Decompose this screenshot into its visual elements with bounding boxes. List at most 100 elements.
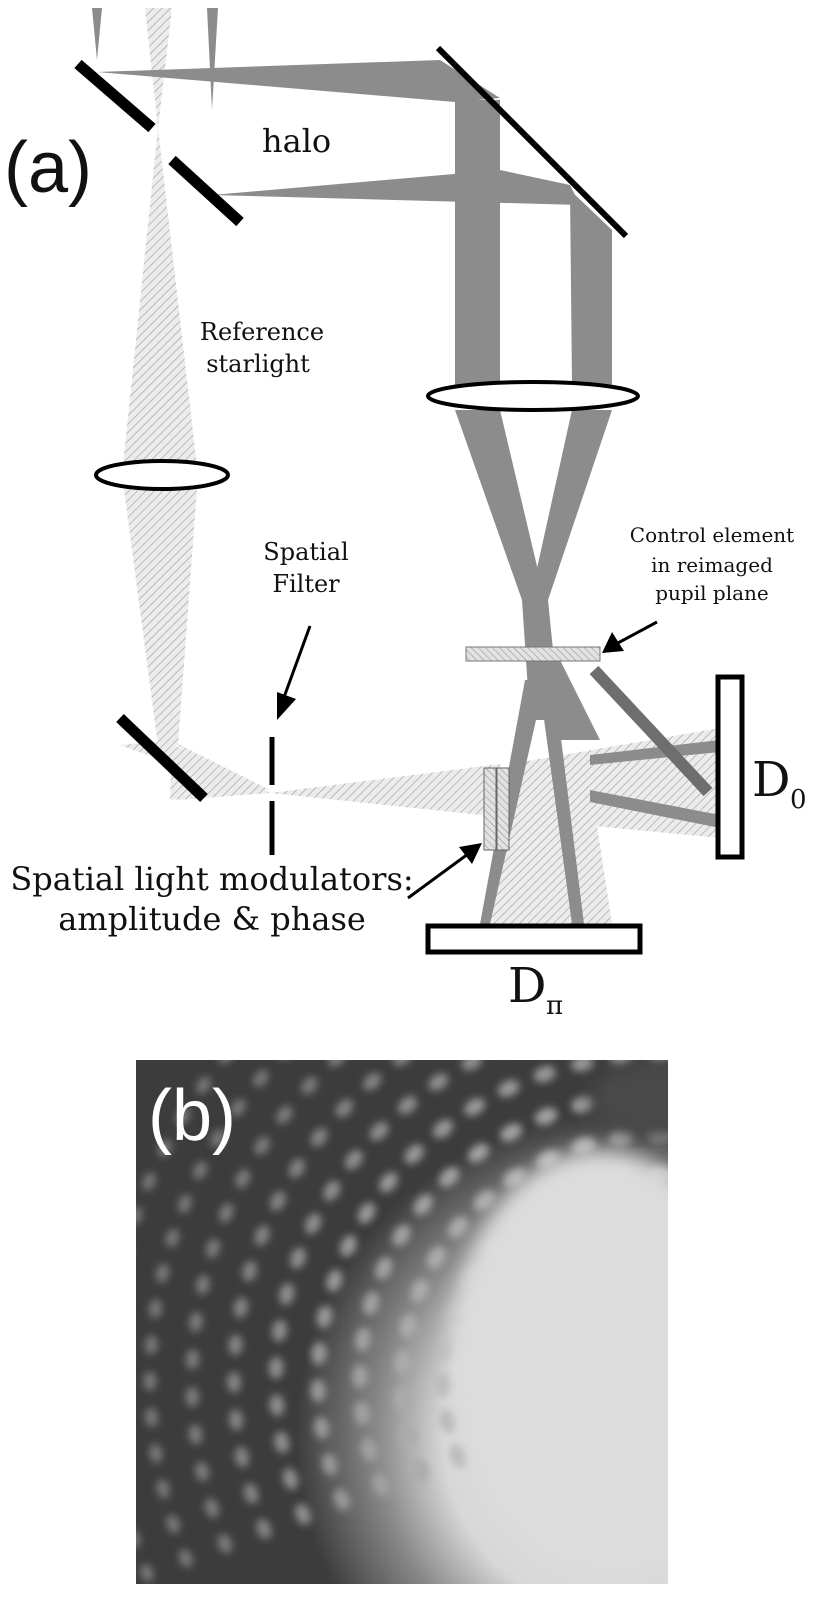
speckle-spot [233,1297,248,1319]
speckle-spot [498,1080,520,1098]
detector-d0-subscript: 0 [790,785,807,815]
speckle-spot [609,1009,632,1026]
speckle-spot [178,1194,192,1213]
speckle-spot [435,1372,453,1398]
speckle-spot [144,1335,158,1355]
speckle-spot [571,1137,596,1155]
speckle-spot [305,1213,322,1234]
speckle-spot [420,981,444,1002]
speckle-spot [109,1276,124,1296]
speckle-spot [242,1261,257,1282]
speckle-spot [143,1371,157,1391]
speckle-spot [355,1327,371,1352]
speckle-spot [290,1247,306,1269]
speckle-spot [321,1453,338,1476]
speckle-spot [243,1483,259,1504]
speckle-spot [269,1394,285,1417]
speckle-spot [188,1424,203,1445]
detector-dpi [425,923,643,955]
speckle-spot [328,1060,346,1067]
speckle-spot [230,1099,246,1117]
speckle-spot [330,991,353,1013]
speckle-spot [142,1172,156,1191]
speckle-spot [410,1279,429,1303]
slm-element-1 [483,767,497,851]
speckle-spot [279,1283,295,1305]
speckle-spot [609,1060,633,1065]
speckle-spot [226,1372,242,1393]
speckle-spot [394,1350,411,1375]
speckle-spot [533,1065,556,1083]
control-element-arrow [602,620,658,653]
speckle-spot [370,1121,389,1141]
slm-element-2 [496,767,510,851]
beamsplitter [589,665,713,797]
speckle-spot [571,1096,595,1113]
speckle-spot [333,1488,351,1511]
speckle-spot [176,1107,190,1125]
speckle-spot [335,1099,354,1118]
speckle-spot [357,1202,376,1224]
control-element-label-2: in reimaged [651,553,773,577]
speckle-spot [413,1194,433,1216]
speckle-spot [393,950,416,971]
speckle-spot [372,1473,390,1497]
speckle-spot [354,1401,371,1426]
speckle-spot [439,1167,460,1188]
speckle-spot [185,1349,200,1370]
speckle-spot [217,1534,233,1554]
speckle-spot [195,1461,209,1482]
speckle-spot [234,1446,249,1468]
speckle-spot [461,878,482,896]
speckle-spot [235,1169,251,1189]
speckle-spot [104,1313,118,1332]
speckle-spot [375,1257,393,1280]
spatial-filter-arrow [277,625,312,720]
speckle-spot [609,969,631,985]
speckle-spot [205,1238,221,1259]
speckle-spot [156,1263,170,1283]
speckle-spot [115,1493,131,1514]
panel-a-label: (a) [4,128,92,208]
speckle-spot [104,1422,118,1441]
lens-top-right [426,380,640,412]
speckle-spot [165,1228,180,1248]
speckle-spot [310,1127,328,1147]
speckle-spot [196,1076,211,1094]
speckle-spot [310,1379,326,1403]
speckle-spot [362,1291,380,1315]
detector-d0-label: D [752,752,790,808]
speckle-spot [117,1240,133,1261]
speckle-spot [185,1387,200,1407]
panel-b-label: (b) [148,1076,236,1156]
speckle-spot [189,1311,203,1332]
speckle-spot [136,1529,141,1548]
speckle-spot [140,1564,154,1582]
speckle-spot [219,1203,234,1223]
mirror-halo-pickoff [168,155,244,227]
speckle-spot [379,1172,398,1193]
speckle-spot [345,1150,363,1170]
speckle-spot [427,1246,446,1270]
speckle-spot [276,1105,293,1124]
speckle-spot [361,969,384,990]
speckle-spot [355,1022,379,1045]
speckle-spot [270,1191,286,1211]
speckle-spot [272,1319,287,1342]
speckle-spot [267,991,289,1012]
slm-label-2: amplitude & phase [58,900,366,938]
speckle-spot [450,1443,469,1468]
speckle-spot [268,1357,284,1379]
reference-starlight-label-2: starlight [206,350,310,378]
speckle-spot [301,1014,324,1036]
speckle-spot [433,1119,453,1139]
panel-a-diagram: (a) halo Reference starlight Spatial Fil… [4,8,807,1021]
speckle-spot [156,1479,170,1499]
speckle-spot [461,1060,482,1071]
detector-dpi-label: D [508,958,546,1014]
speckle-spot [108,1458,123,1478]
speckle-spot [651,889,670,902]
slm-arrow [407,843,482,900]
speckle-spot [145,1407,158,1427]
speckle-spot [256,1518,272,1540]
